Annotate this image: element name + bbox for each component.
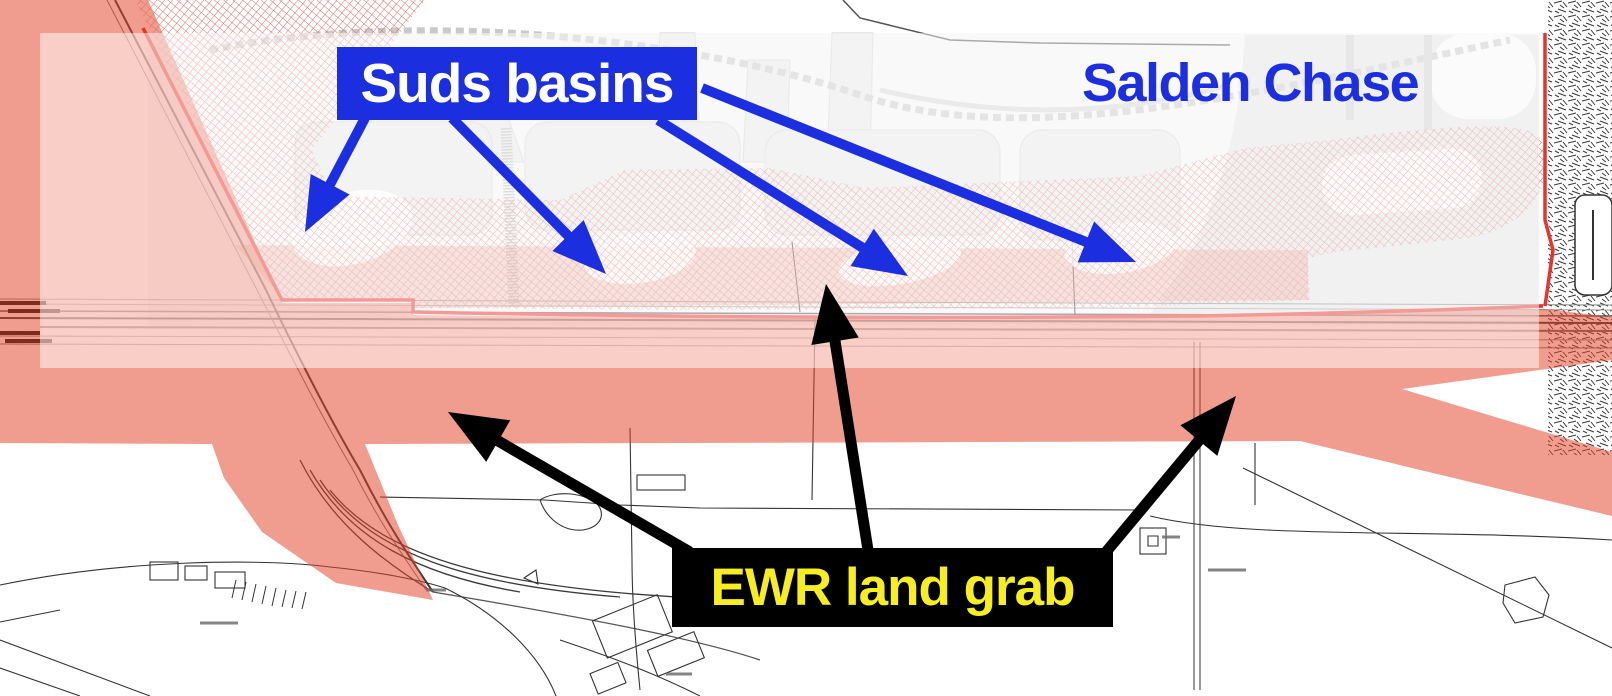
annotation-arrows xyxy=(305,83,1236,557)
tiny-map-labels xyxy=(200,535,1246,676)
track-ladder xyxy=(231,579,307,610)
salden-chase-label: Salden Chase xyxy=(1082,53,1420,113)
suds-basin-arrow-4 xyxy=(700,83,1136,263)
suds-basin-arrow-3 xyxy=(655,115,908,276)
urban-area xyxy=(1548,0,1612,455)
suds-basins-label: Suds basins xyxy=(337,47,697,120)
ewr-land-grab-label: EWR land grab xyxy=(672,548,1113,627)
ewr-land-grab-arrow-2 xyxy=(811,284,874,551)
suds-basin-arrow-2 xyxy=(448,114,606,274)
suds-basin-arrow-1 xyxy=(305,115,370,232)
ewr-land-grab-arrow-3 xyxy=(1101,396,1236,556)
farm-buildings xyxy=(589,593,706,695)
ewr-land-grab-arrow-1 xyxy=(448,412,693,557)
